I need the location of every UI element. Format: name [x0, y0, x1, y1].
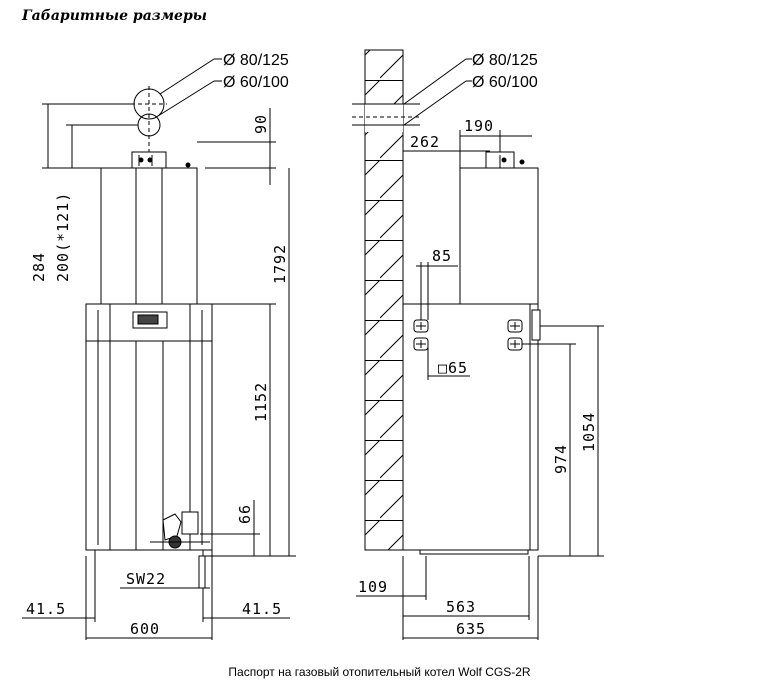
dim-65: □65	[438, 359, 468, 377]
dim-974: 974	[552, 444, 570, 474]
dim-1152: 1152	[252, 382, 270, 422]
dim-41-5-left: 41.5	[26, 600, 66, 618]
side-top-module	[459, 167, 539, 305]
dim-1792: 1792	[271, 244, 289, 284]
dim-90: 90	[252, 114, 270, 134]
side-connection-3	[507, 319, 523, 333]
dim-284: 284	[30, 252, 48, 282]
front-pipe-inner-label: Ø 60/100	[223, 74, 289, 91]
dim-200: 200(*121)	[54, 192, 72, 282]
dim-635: 635	[456, 620, 486, 638]
dim-190: 190	[464, 117, 494, 135]
dim-66: 66	[236, 504, 254, 524]
side-lower-tank	[402, 303, 539, 551]
front-pipe-outer-label: Ø 80/125	[223, 52, 289, 69]
valve-fitting	[162, 513, 182, 541]
dim-262: 262	[410, 133, 440, 151]
dim-109: 109	[358, 578, 388, 596]
dim-85: 85	[432, 247, 452, 265]
brick-wall	[364, 49, 404, 551]
side-pipe-outer-label: Ø 80/125	[472, 52, 538, 69]
front-view	[22, 58, 296, 640]
dim-600: 600	[130, 620, 160, 638]
side-pipe-inner-label: Ø 60/100	[472, 74, 538, 91]
front-top-module	[100, 167, 198, 305]
dim-563: 563	[446, 598, 476, 616]
dim-41-5-right: 41.5	[242, 600, 282, 618]
dim-sw22: SW22	[126, 570, 166, 588]
dim-1054: 1054	[580, 412, 598, 452]
side-view	[352, 49, 604, 640]
page-title: Габаритные размеры	[22, 8, 207, 24]
caption: Паспорт на газовый отопительный котел Wo…	[228, 665, 531, 679]
